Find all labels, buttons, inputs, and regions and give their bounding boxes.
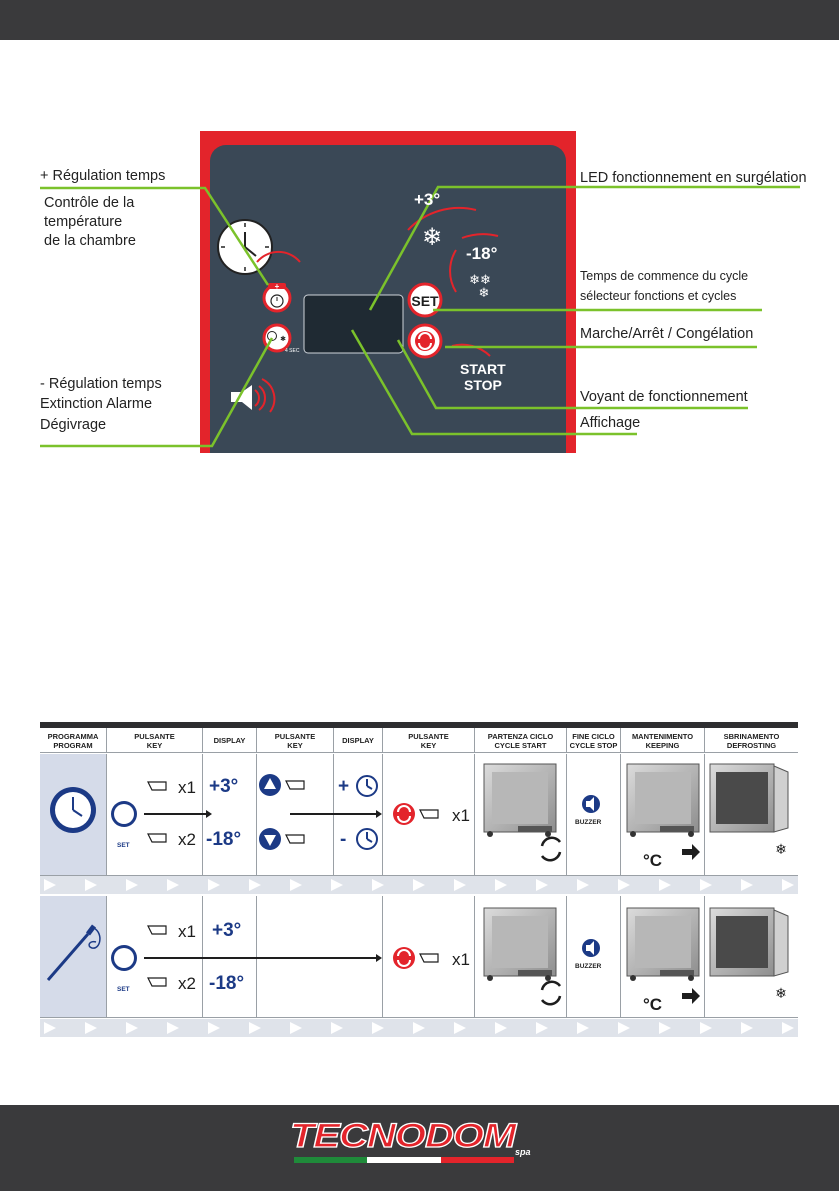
- cabinet-start-row1: [483, 763, 557, 837]
- buzzer-label-row2: BUZZER: [575, 963, 602, 970]
- brand-name: TECNODOM: [289, 1116, 517, 1155]
- start-stop-button: [407, 323, 443, 359]
- display-minus18-row1: -18°: [206, 829, 242, 850]
- display-plus3-row1: +3°: [209, 776, 239, 797]
- four-sec-label: 4 SEC: [285, 348, 300, 354]
- display-window: [303, 294, 404, 354]
- svg-text:✱: ✱: [280, 335, 286, 343]
- set-icon-row1: [111, 801, 137, 827]
- label-on-off: Marche/Arrêt / Congélation: [580, 326, 754, 342]
- panel-diagram: + ✱ 4 SEC SET ❄ ❄❄ ❄: [40, 185, 800, 448]
- x1-row1: x1: [178, 778, 196, 797]
- top-bar: [0, 0, 839, 40]
- label-room-temp-1: Contrôle de la: [44, 195, 135, 211]
- set-label-row2: SET: [117, 986, 130, 993]
- program-cell-clock: [40, 754, 107, 875]
- set-button: SET: [407, 282, 443, 318]
- svg-text:❄: ❄: [479, 286, 490, 301]
- display-minus18: -18°: [466, 244, 498, 263]
- svg-text:SET: SET: [411, 293, 439, 309]
- clock-small-icons: [356, 775, 378, 850]
- cabinet-defrost-row1: [709, 763, 789, 833]
- clock-program-icon: [50, 787, 96, 833]
- start-x1-row2: x1: [452, 950, 470, 969]
- brand-suffix: spa: [515, 1147, 531, 1157]
- minus-row1: -: [340, 829, 347, 850]
- down-arrow-button: [259, 828, 281, 850]
- table-graphics: ❄: [111, 763, 789, 1006]
- hand-icons-row1: [147, 781, 167, 843]
- keep-temp-row2: °C: [643, 995, 663, 1014]
- buzzer-icon-row2: [582, 939, 600, 957]
- label-plus-time: + Régulation temps: [40, 168, 166, 184]
- table-top-band: [40, 722, 798, 728]
- display-plus3-row2: +3°: [212, 920, 242, 941]
- snowflake-double-icon: ❄❄: [469, 273, 491, 288]
- defrost-icon-row1: ❄: [775, 842, 787, 858]
- cabinet-start-row2: [483, 907, 557, 981]
- buzzer-icon: [231, 385, 266, 411]
- label-indicator: Voyant de fonctionnement: [580, 389, 748, 405]
- set-label-row1: SET: [117, 842, 130, 849]
- label-led-freeze: LED fonctionnement en surgélation: [580, 170, 807, 186]
- label-selector: sélecteur fonctions et cycles: [580, 289, 737, 303]
- header-display-2: DISPLAY: [334, 728, 383, 753]
- display-plus3: +3°: [414, 190, 441, 209]
- defrost-icon-row2: ❄: [775, 986, 787, 1002]
- start-icon-row1: [393, 803, 415, 825]
- label-minus-time: - Régulation temps: [40, 376, 162, 392]
- plus-row1: +: [338, 776, 350, 797]
- footer-bar: [0, 1105, 839, 1191]
- display-minus18-row2: -18°: [209, 973, 245, 994]
- probe-program-icon: [46, 924, 101, 981]
- program-cell-probe: [40, 896, 107, 1017]
- start-label: START: [460, 361, 506, 377]
- x2-row1: x2: [178, 830, 196, 849]
- cabinet-keeping-row2: [626, 907, 700, 981]
- label-room-temp-2: température: [44, 214, 123, 230]
- label-defrost: Dégivrage: [40, 417, 107, 433]
- x1-row2: x1: [178, 922, 196, 941]
- italian-flag-stripe: [294, 1157, 514, 1163]
- cabinet-keeping-row1: [626, 763, 700, 837]
- start-x1-row1: x1: [452, 806, 470, 825]
- buzzer-icon-row1: [582, 795, 600, 813]
- cabinet-defrost-row2: [709, 907, 789, 977]
- keep-temp-row1: °C: [643, 851, 663, 870]
- up-arrow-button: [259, 774, 281, 796]
- arrow-band-2: [40, 1019, 798, 1037]
- plus-time-button: +: [262, 282, 292, 313]
- cycle-icon-row1: [540, 836, 562, 862]
- callout-lines: [40, 185, 800, 448]
- clock-dial-icon: [217, 219, 273, 275]
- start-icon-row2: [393, 947, 415, 969]
- label-room-temp-3: de la chambre: [44, 233, 136, 249]
- buzzer-label-row1: BUZZER: [575, 819, 602, 826]
- minus-time-button: ✱: [262, 323, 292, 353]
- stop-label: STOP: [464, 377, 502, 393]
- label-cycle-start-time: Temps de commence du cycle: [580, 269, 749, 283]
- set-icon-row2: [111, 945, 137, 971]
- snowflake-icon: ❄: [422, 223, 442, 251]
- svg-text:+: +: [275, 282, 280, 291]
- label-display: Affichage: [580, 415, 641, 431]
- x2-row2: x2: [178, 974, 196, 993]
- header-display-1: DISPLAY: [203, 728, 257, 753]
- arrow-band-1: [40, 876, 798, 894]
- label-alarm-off: Extinction Alarme: [40, 396, 153, 412]
- brand-logo: TECNODOM spa: [289, 1116, 550, 1169]
